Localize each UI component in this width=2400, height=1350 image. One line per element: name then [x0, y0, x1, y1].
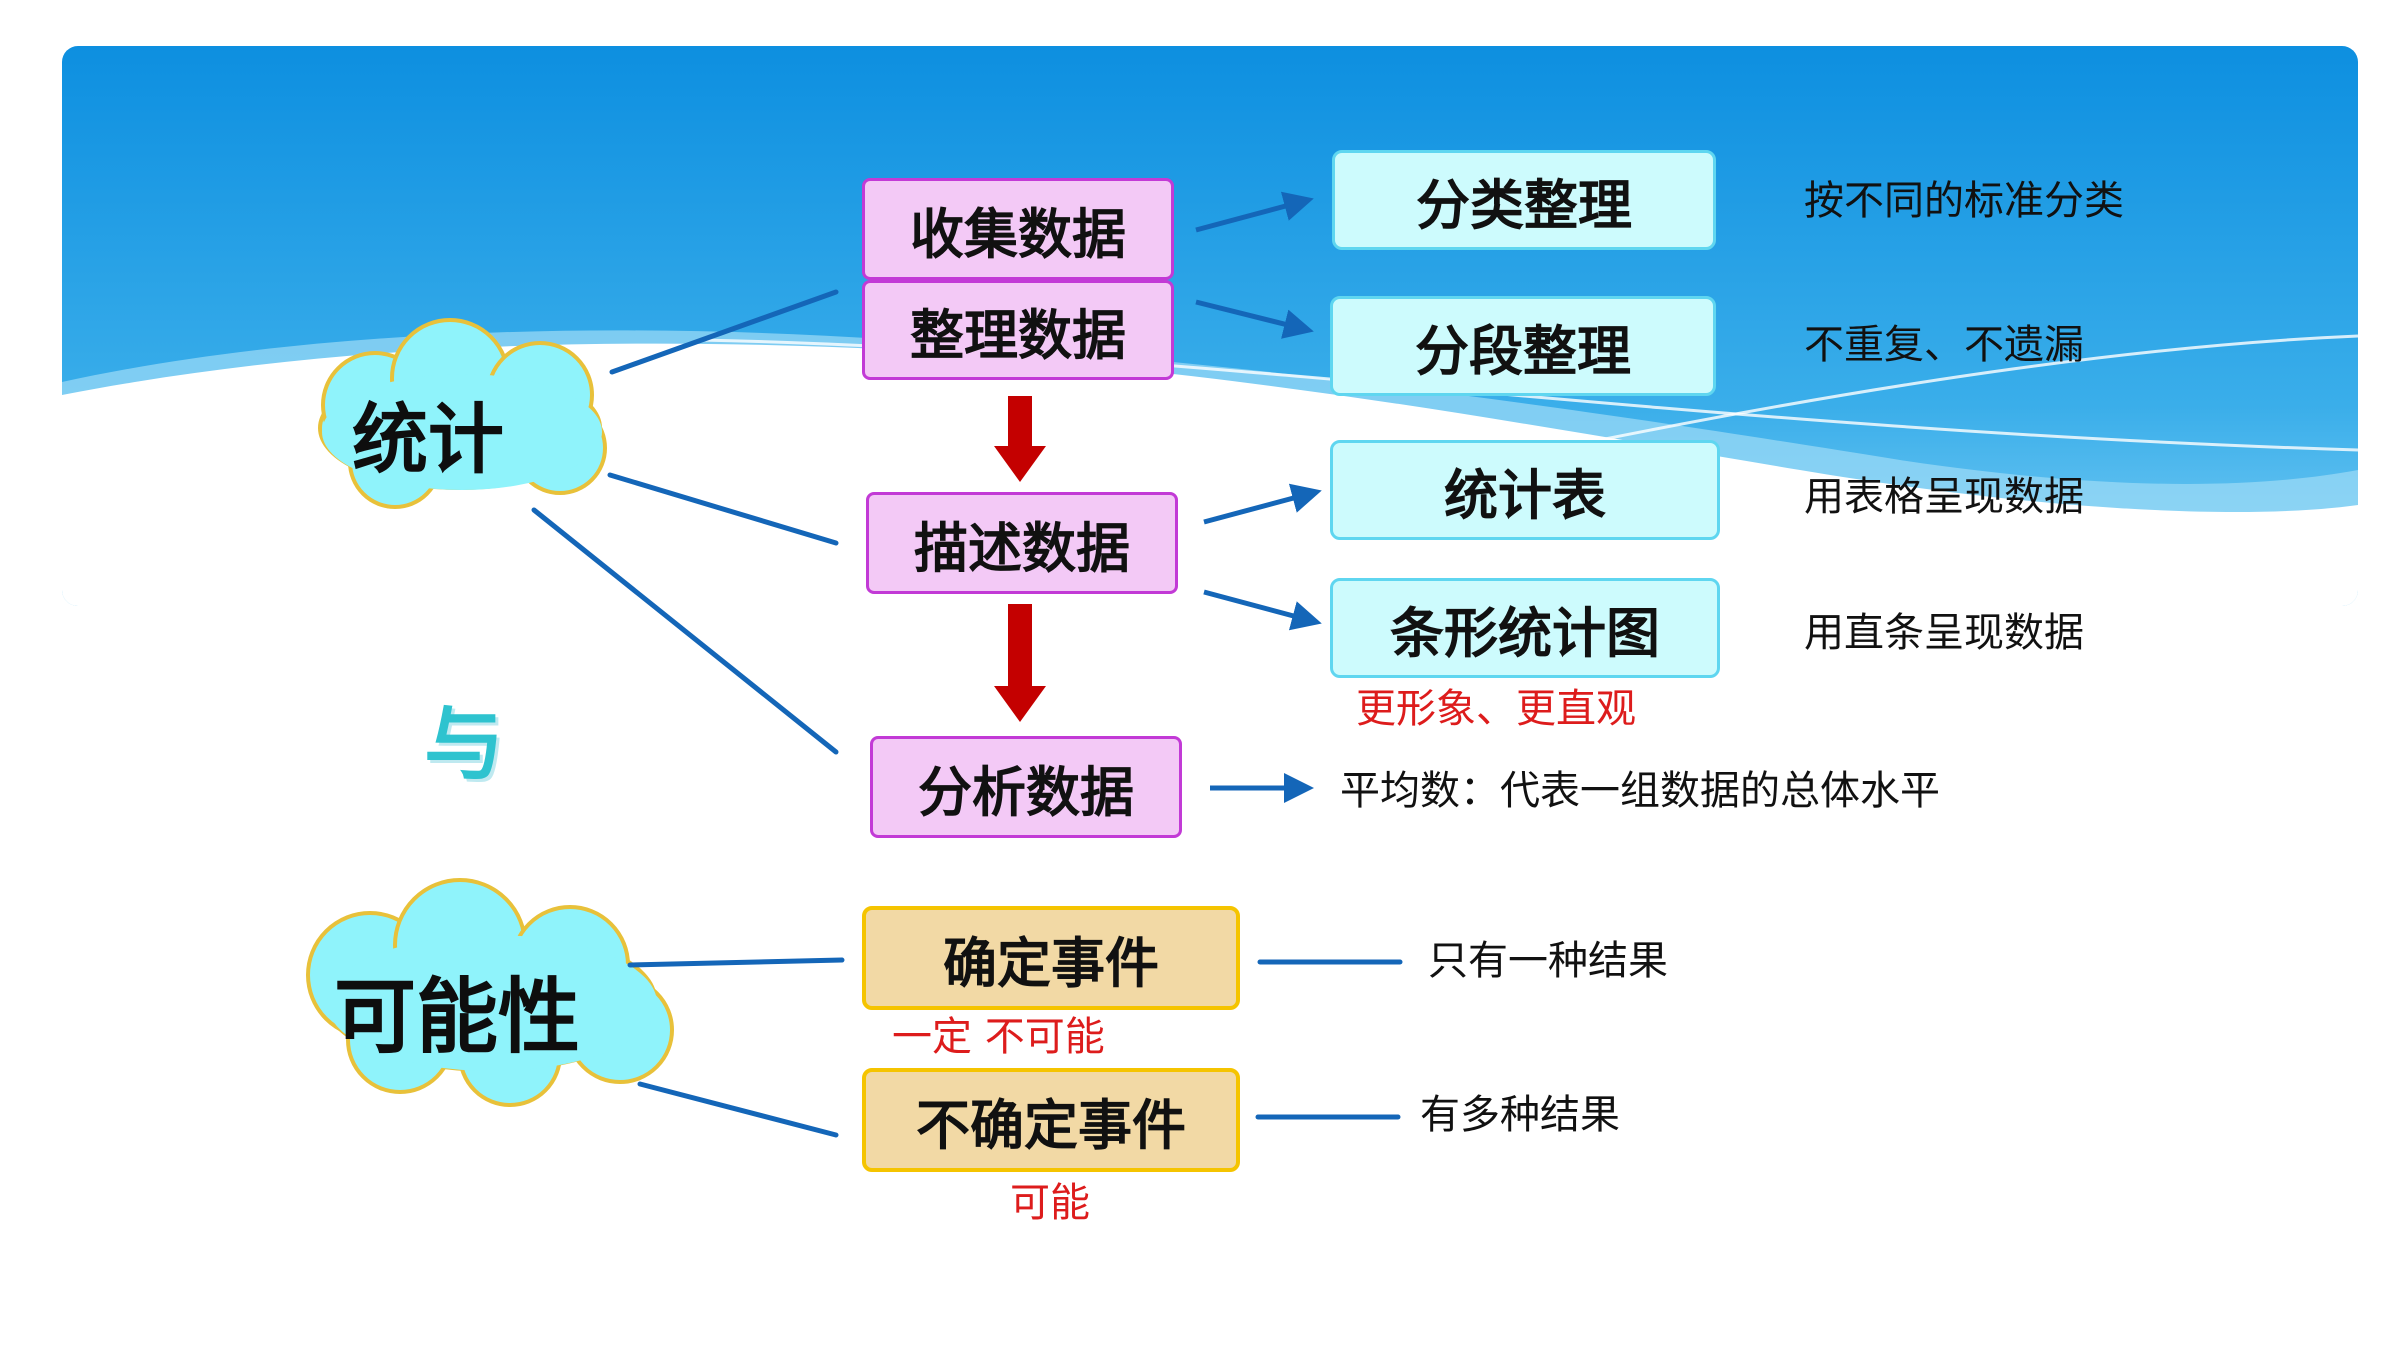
note-analyze-average: 平均数：代表一组数据的总体水平 — [1340, 768, 1940, 814]
connector-line-possibility-certain — [627, 957, 845, 968]
event-certain: 确定事件 — [862, 906, 1240, 1010]
note-by-segment: 不重复、不遗漏 — [1804, 322, 2084, 368]
down-arrow-organize-describe — [994, 396, 1046, 482]
note-certain-red: 一定 不可能 — [892, 1014, 1105, 1060]
note-certain-result: 只有一种结果 — [1428, 938, 1668, 984]
step-analyze-data: 分析数据 — [870, 736, 1182, 838]
step-organize-data: 整理数据 — [862, 280, 1174, 380]
step-collect-data: 收集数据 — [862, 178, 1174, 280]
note-uncertain-result: 有多种结果 — [1420, 1092, 1620, 1138]
connector-word-label: 与 — [424, 698, 504, 791]
down-arrow-describe-analyze — [994, 604, 1046, 722]
connector-line-statistics-organize — [609, 289, 839, 375]
connector-line-statistics-describe — [607, 472, 839, 546]
note-statistics-table: 用表格呈现数据 — [1804, 474, 2084, 520]
method-by-segment: 分段整理 — [1330, 296, 1716, 396]
connector-line-possibility-uncertain — [637, 1081, 839, 1138]
note-bar-chart: 用直条呈现数据 — [1804, 610, 2084, 656]
possibility-topic-label: 可能性 — [334, 970, 581, 1065]
note-by-category: 按不同的标准分类 — [1804, 178, 2124, 224]
arrow-collect-to-category — [1195, 191, 1314, 233]
statistics-topic-label: 统计 — [352, 395, 504, 484]
arrow-organize-to-segment — [1195, 299, 1314, 339]
method-bar-chart: 条形统计图 — [1330, 578, 1720, 678]
connector-line-statistics-analyze — [531, 507, 839, 755]
method-by-category: 分类整理 — [1332, 150, 1716, 250]
note-uncertain-red: 可能 — [1010, 1180, 1090, 1226]
cloud-shape-possibility — [306, 878, 674, 1107]
event-uncertain: 不确定事件 — [862, 1068, 1240, 1172]
banner-background — [62, 46, 2358, 606]
method-statistics-table: 统计表 — [1330, 440, 1720, 540]
step-describe-data: 描述数据 — [866, 492, 1178, 594]
arrow-describe-to-barchart — [1203, 589, 1322, 631]
arrow-describe-to-table — [1203, 483, 1322, 525]
cloud-shape-statistics — [318, 318, 607, 509]
note-bar-chart-red: 更形象、更直观 — [1356, 686, 1636, 732]
